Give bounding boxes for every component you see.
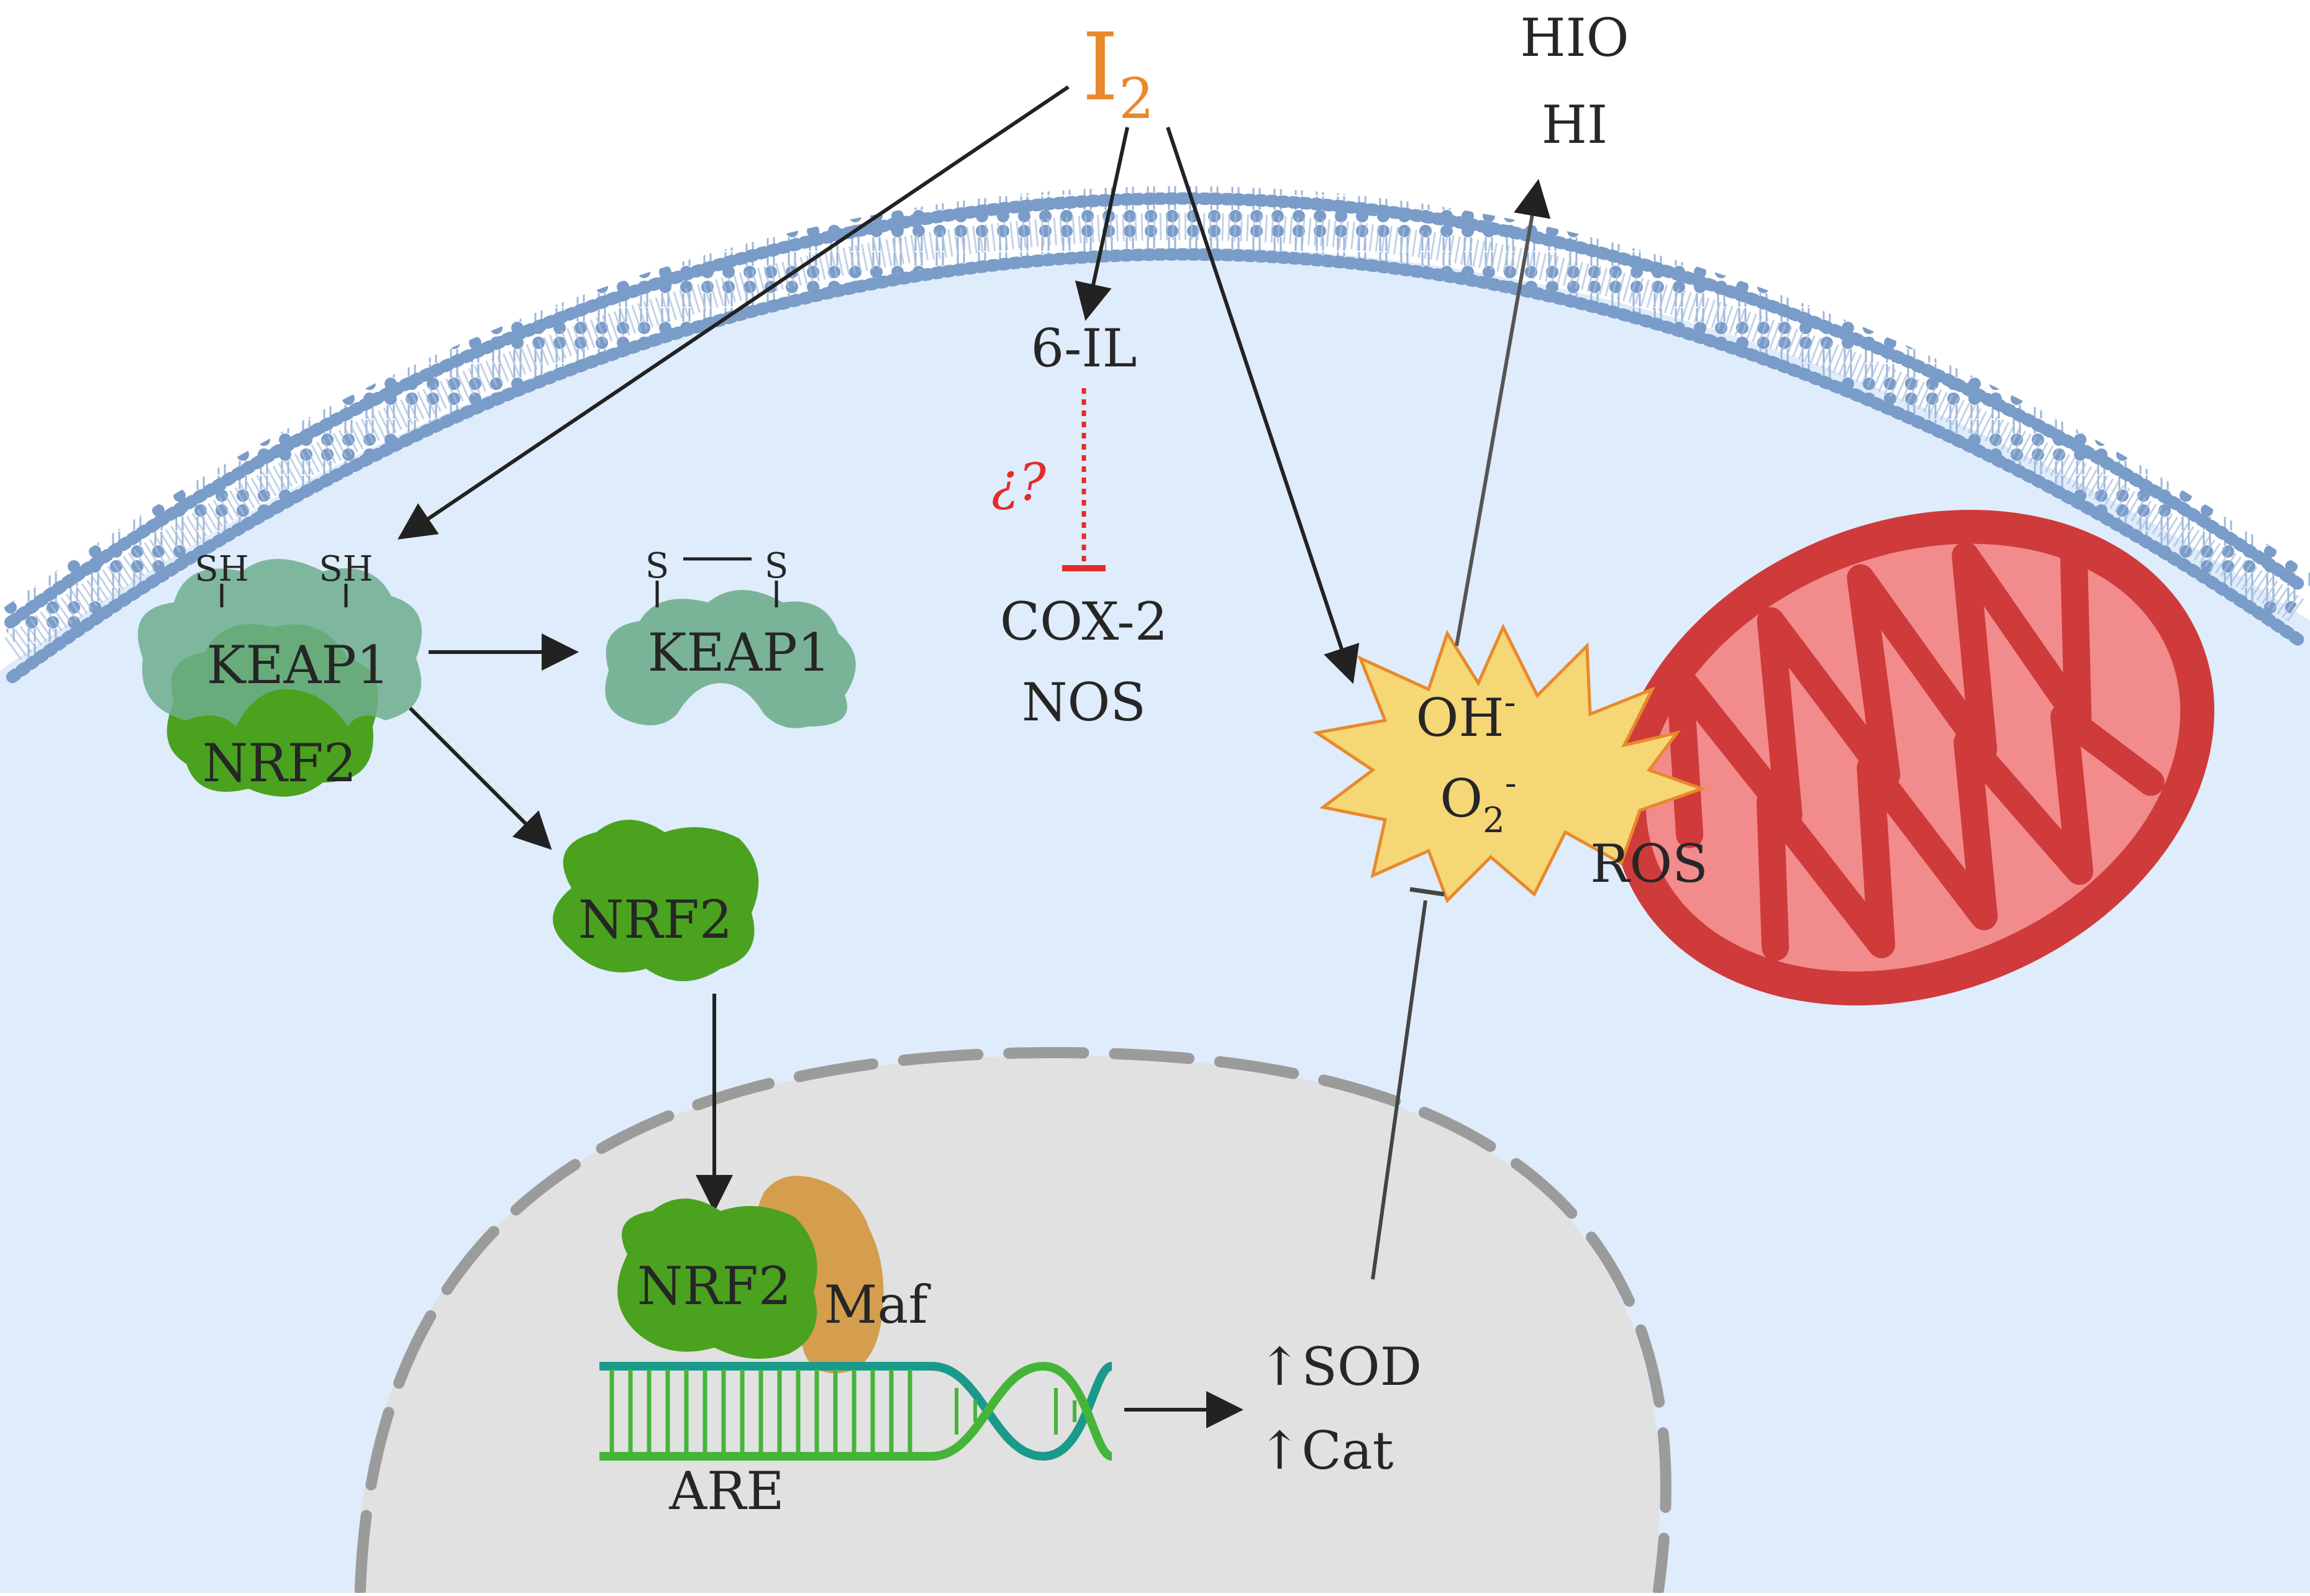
nrf2-bound-label: NRF2 <box>202 733 357 794</box>
are-label: ARE <box>668 1461 784 1521</box>
nuclear-envelope <box>355 1046 1671 1595</box>
mitochondrion <box>1612 509 2214 1006</box>
nrf2-free-label: NRF2 <box>578 889 732 950</box>
sod-label: ↑SOD <box>1258 1336 1422 1397</box>
ros-to-hio-arrow <box>1455 179 1551 646</box>
iodine-to-ros-arrow <box>1166 127 1360 684</box>
6il-label: 6-IL <box>1031 318 1137 379</box>
s-left-label: S <box>645 546 669 586</box>
keap1-bound-label: KEAP1 <box>207 635 390 696</box>
iodine-to-keap1-arrow <box>398 85 1070 540</box>
sh-right-label: SH <box>319 549 373 589</box>
nrf2-nuclear-shape <box>617 1199 817 1359</box>
nos-label: NOS <box>1022 672 1146 733</box>
nrf2-free-shape <box>553 820 759 981</box>
iodine-to-6il-arrow <box>1075 127 1129 321</box>
enzymes-ros-inhibit-bar <box>1409 887 1445 897</box>
dna-are-icon <box>599 1361 1113 1461</box>
maf-label: Maf <box>824 1274 931 1335</box>
s-right-label: S <box>765 546 788 586</box>
keap1-nrf2-complex <box>137 559 422 797</box>
cat-label: ↑Cat <box>1258 1420 1394 1481</box>
iodine-label: I2 <box>1082 14 1155 132</box>
keap1-oxidized <box>605 557 856 728</box>
ros-burst-icon <box>1312 623 1707 904</box>
question-label: ¿? <box>991 453 1047 512</box>
nrf2-nuclear-label: NRF2 <box>637 1256 791 1317</box>
o2-label: O2- <box>1440 763 1516 841</box>
enzymes-ros-inhibit-line <box>1371 900 1427 1280</box>
cox2-label: COX-2 <box>1000 591 1168 652</box>
hi-label: HI <box>1542 94 1607 155</box>
hio-label: HIO <box>1520 7 1629 68</box>
oh-label: OH- <box>1416 682 1516 748</box>
nrf2-release-arrow <box>408 706 552 850</box>
keap1-free-label: KEAP1 <box>648 622 831 683</box>
ros-label: ROS <box>1590 833 1708 894</box>
sh-left-label: SH <box>194 549 248 589</box>
